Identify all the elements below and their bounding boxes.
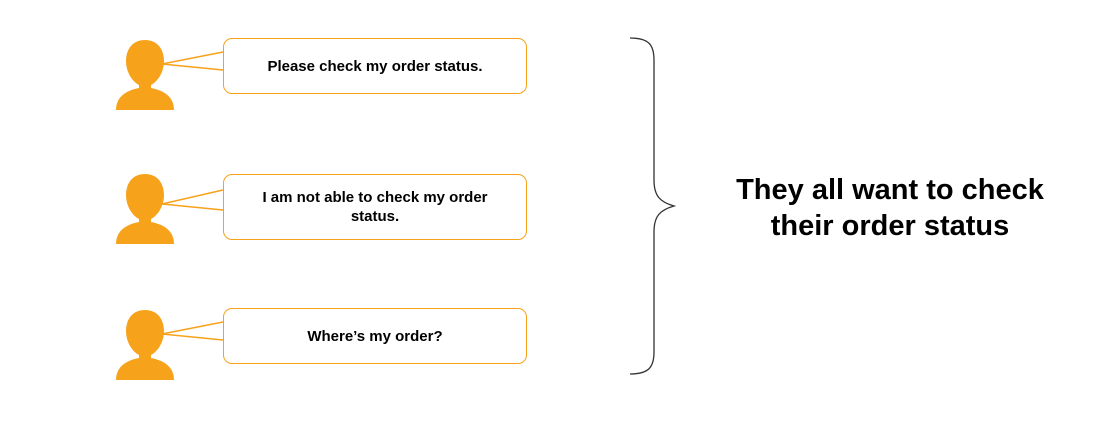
speech-bubble: Where’s my order?: [223, 308, 527, 364]
curly-brace: [629, 37, 677, 375]
user-message-row: Please check my order status.: [0, 30, 600, 120]
message-text: Please check my order status.: [267, 57, 483, 75]
message-text: I am not able to check my order status.: [262, 189, 488, 225]
speech-bubble: I am not able to check my order status.: [223, 174, 527, 240]
user-message-row: Where’s my order?: [0, 300, 600, 390]
user-message-row: I am not able to check my order status.: [0, 164, 600, 254]
person-icon: [116, 310, 174, 380]
person-icon: [116, 40, 174, 110]
speech-bubble: Please check my order status.: [223, 38, 527, 94]
person-icon: [116, 174, 174, 244]
message-text: Where’s my order?: [307, 327, 443, 345]
conclusion-text: They all want to check their order statu…: [736, 174, 1044, 242]
